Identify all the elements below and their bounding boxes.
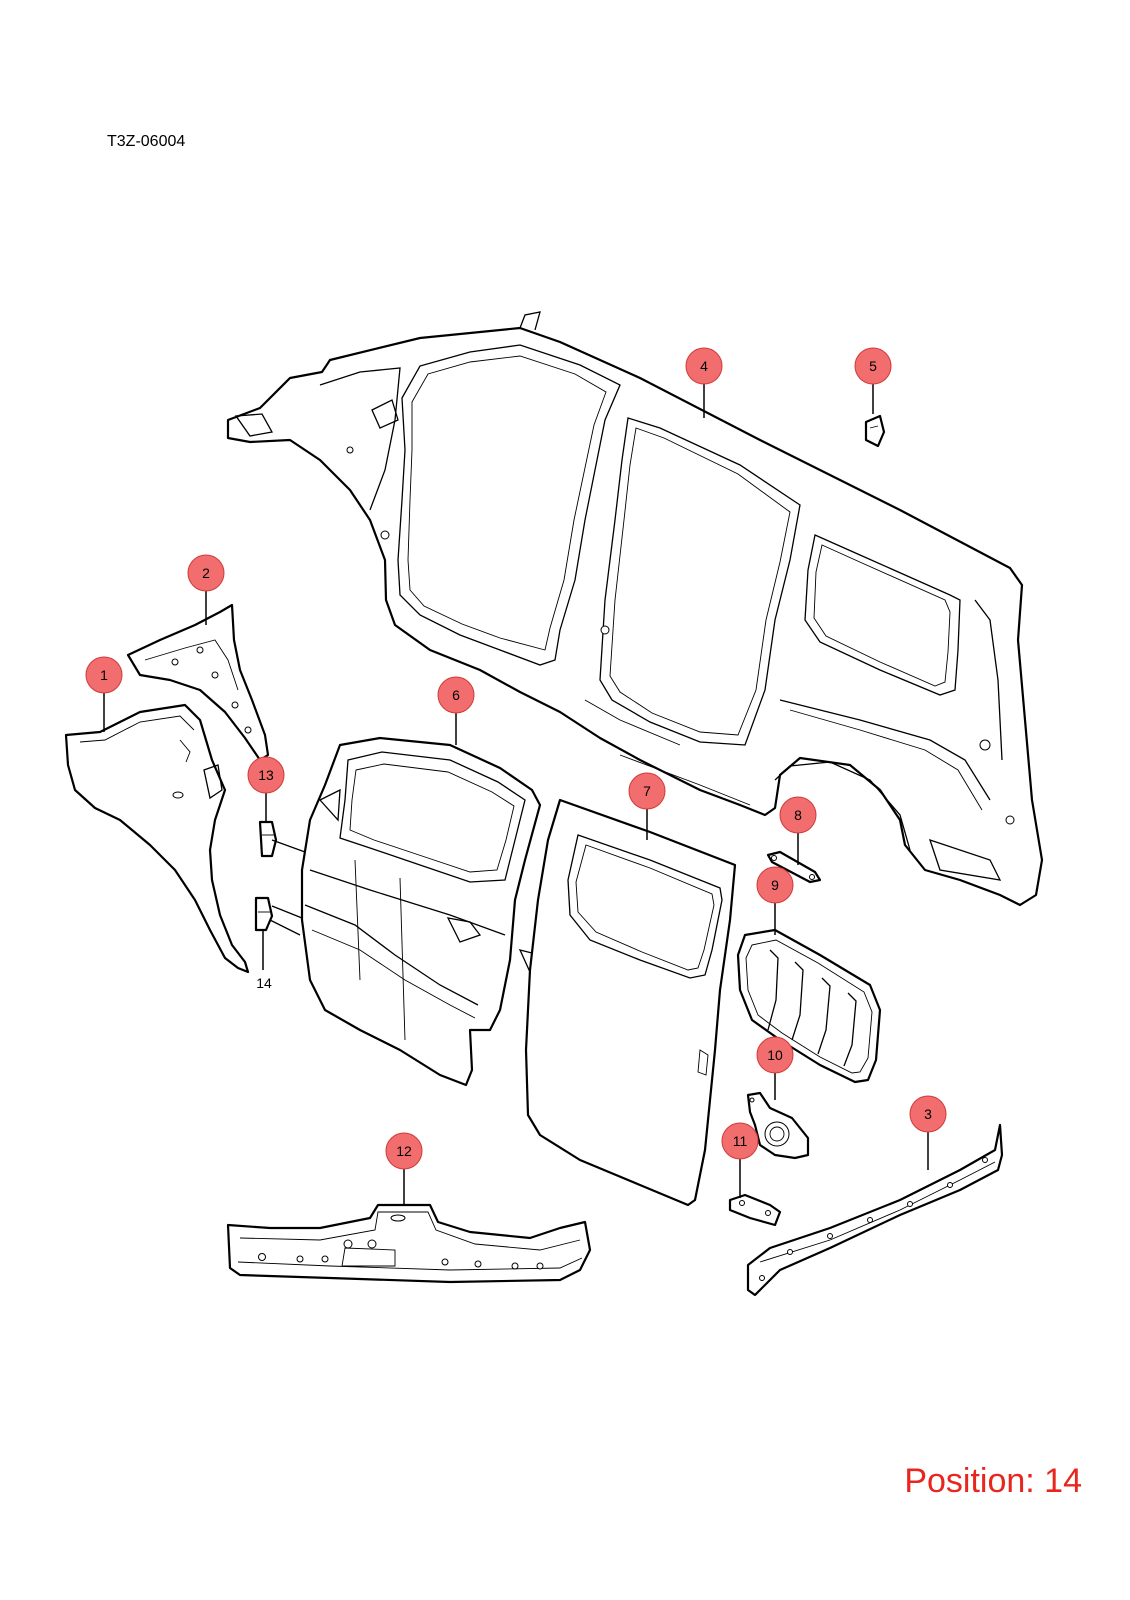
callout-5[interactable]: 5 xyxy=(854,347,892,385)
part-lower-door-hinge[interactable] xyxy=(254,896,303,936)
position-readout: Position: 14 xyxy=(904,1462,1082,1500)
part-quarter-window-panel[interactable] xyxy=(736,928,882,1084)
callout-circle xyxy=(385,1132,423,1170)
callout-4[interactable]: 4 xyxy=(685,347,723,385)
callout-label: 7 xyxy=(643,783,651,799)
part-rear-rocker-sill[interactable] xyxy=(746,1123,1004,1297)
callout-7[interactable]: 7 xyxy=(628,772,666,810)
callout-13[interactable]: 13 xyxy=(247,756,285,794)
callout-circle xyxy=(854,347,892,385)
callout-circle xyxy=(756,1036,794,1074)
callout-3[interactable]: 3 xyxy=(909,1095,947,1133)
callout-label: 8 xyxy=(794,807,802,823)
part-sliding-door[interactable] xyxy=(524,798,737,1207)
callout-10[interactable]: 10 xyxy=(756,1036,794,1074)
callout-label: 9 xyxy=(771,877,779,893)
callout-circle xyxy=(85,656,123,694)
callout-circle xyxy=(437,676,475,714)
leader-lines xyxy=(103,383,929,1205)
callout-6[interactable]: 6 xyxy=(437,676,475,714)
part-door-rail-bracket[interactable] xyxy=(766,850,822,884)
part-fender-apron-bracket[interactable] xyxy=(126,603,270,762)
callout-label: 10 xyxy=(767,1047,783,1063)
callout-label: 13 xyxy=(258,767,274,783)
part-upper-door-hinge[interactable] xyxy=(258,820,306,858)
callout-circle xyxy=(756,866,794,904)
part-body-side-outer-panel[interactable] xyxy=(226,311,1044,907)
callout-circle xyxy=(628,772,666,810)
callout-circle xyxy=(247,756,285,794)
callout-label: 4 xyxy=(700,358,708,374)
part-front-fender[interactable] xyxy=(64,703,250,974)
callout-9[interactable]: 9 xyxy=(756,866,794,904)
diagram-code: T3Z-06004 xyxy=(107,133,186,150)
callout-11[interactable]: 11 xyxy=(721,1122,759,1160)
callout-circle xyxy=(685,347,723,385)
part-mounting-plate[interactable] xyxy=(728,1193,782,1227)
callout-label: 5 xyxy=(869,358,877,374)
callout-markers: 1 2 3 4 5 6 7 8 9 10 11 12 13 14 xyxy=(85,347,947,1170)
label-14[interactable]: 14 xyxy=(256,975,272,991)
callout-label: 2 xyxy=(202,565,210,581)
callout-label: 11 xyxy=(733,1133,748,1149)
callout-12[interactable]: 12 xyxy=(385,1132,423,1170)
callout-8[interactable]: 8 xyxy=(779,796,817,834)
callout-circle xyxy=(721,1122,759,1160)
part-fuel-filler-housing[interactable] xyxy=(746,1091,810,1160)
part-front-rocker-sill[interactable] xyxy=(226,1203,592,1284)
callout-label: 6 xyxy=(452,687,460,703)
part-small-bracket[interactable] xyxy=(864,414,886,448)
callout-1[interactable]: 1 xyxy=(85,656,123,694)
callout-label: 1 xyxy=(100,667,108,683)
callout-circle xyxy=(909,1095,947,1133)
callout-label: 3 xyxy=(924,1106,932,1122)
callout-label: 12 xyxy=(396,1143,412,1159)
callout-2[interactable]: 2 xyxy=(187,554,225,592)
callout-circle xyxy=(779,796,817,834)
part-front-door[interactable] xyxy=(300,736,550,1087)
callout-circle xyxy=(187,554,225,592)
